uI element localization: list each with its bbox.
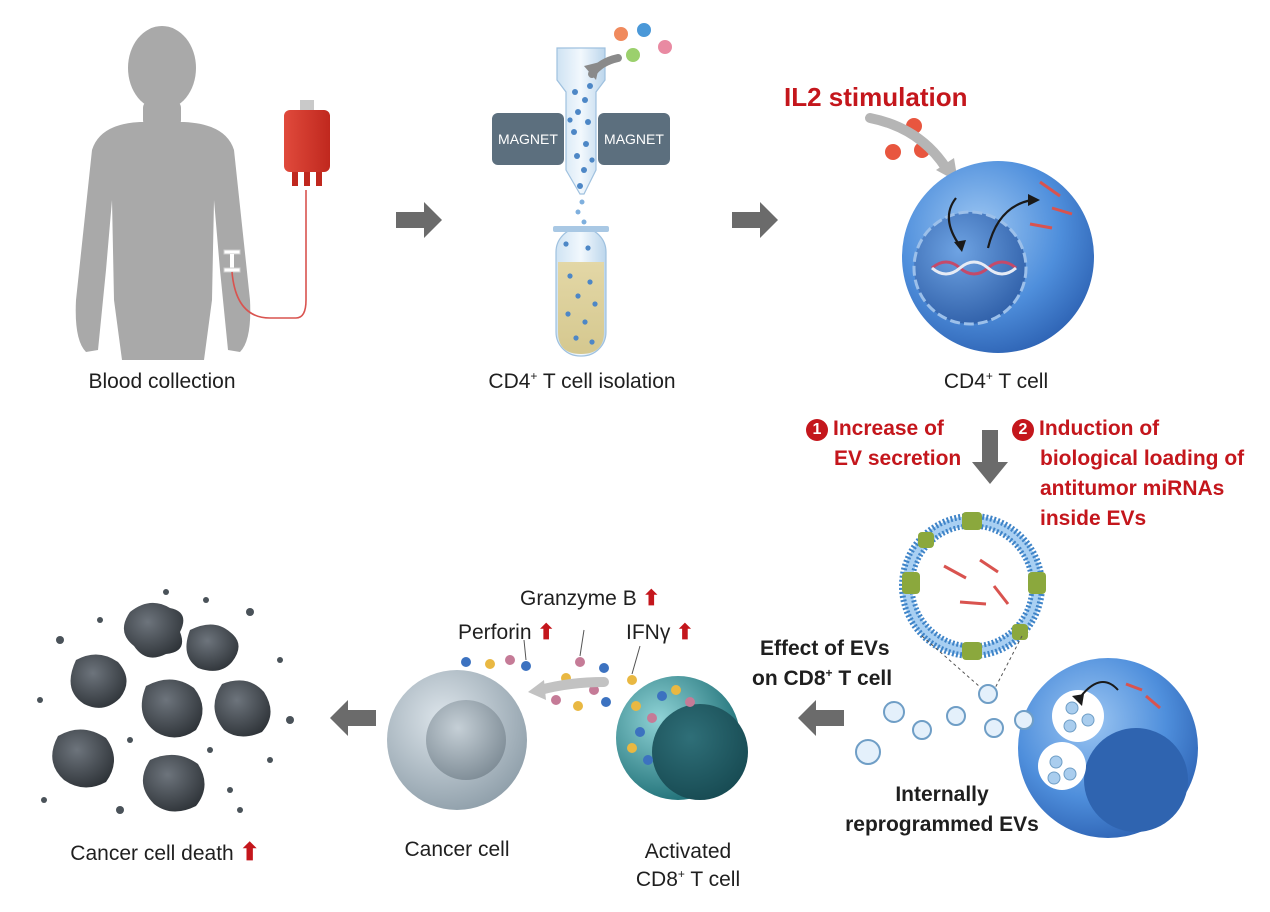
- step2-line3: antitumor miRNAs: [1040, 477, 1225, 500]
- internally-line1: Internally: [895, 783, 989, 806]
- cd4-cell-plus: +: [985, 369, 993, 383]
- ev-releasing-cell: [1018, 658, 1198, 838]
- step1-line2: EV secretion: [834, 447, 962, 470]
- cancer-cell: [387, 670, 527, 810]
- ifn-up-icon: ⬆: [676, 621, 694, 644]
- dead-cell-debris: [37, 589, 294, 814]
- cancer-cell-label: Cancer cell: [404, 838, 510, 861]
- magnetic-column-icon: [556, 47, 606, 225]
- perforin-up-icon: ⬆: [537, 621, 555, 644]
- labeled-cells-icon: [584, 21, 674, 80]
- magnet-left-label: MAGNET: [498, 131, 558, 147]
- step2-line4: inside EVs: [1040, 507, 1147, 530]
- granzyme-text: Granzyme B: [520, 587, 637, 610]
- magnet-right-label: MAGNET: [604, 131, 664, 147]
- cancer-death-up-icon: ⬆: [239, 839, 260, 866]
- effect-plus: +: [825, 666, 833, 680]
- cd4-t-cell: [902, 161, 1094, 353]
- cancer-cell-death-label: Cancer cell death ⬆: [70, 838, 259, 867]
- granzyme-label: Granzyme B ⬆: [520, 586, 660, 611]
- step2-number: 2: [1012, 419, 1034, 441]
- ifn-text: IFNγ: [626, 621, 671, 644]
- arrow-right-2: [732, 202, 778, 238]
- activated-plus: +: [677, 867, 685, 881]
- arrow-down: [972, 430, 1008, 484]
- activated-line2: CD8+ T cell: [636, 866, 740, 894]
- perforin-label: Perforin ⬆: [458, 620, 555, 645]
- test-tube-icon: [553, 226, 609, 357]
- step1-line1-text: Increase of: [833, 417, 944, 440]
- cd4-isolation-plus: +: [530, 369, 538, 383]
- il2-stimulation-label: IL2 stimulation: [784, 82, 968, 112]
- magnet-right: [598, 113, 670, 165]
- cytokine-particles: [461, 629, 641, 711]
- internally-line2: reprogrammed EVs: [845, 813, 1039, 836]
- activated-cd8-label: Activated CD8+ T cell: [636, 838, 740, 894]
- effect-line2-prefix: on CD8: [752, 667, 826, 690]
- effect-line1: Effect of EVs: [760, 637, 890, 660]
- dead-cancer-cells: [52, 602, 271, 812]
- cd4-cell-suffix: T cell: [992, 370, 1049, 393]
- blood-collection-text: Blood collection: [88, 370, 236, 393]
- il2-particles: [865, 113, 958, 182]
- released-evs: [855, 684, 1034, 765]
- activated-line2-suffix: T cell: [684, 868, 741, 891]
- cd4-isolation-suffix: T cell isolation: [537, 370, 676, 393]
- zoom-lines: [921, 635, 1023, 695]
- cancer-death-text: Cancer cell death: [70, 842, 234, 865]
- granzyme-up-icon: ⬆: [642, 587, 661, 610]
- cd4-isolation-label: CD4+ T cell isolation: [488, 370, 675, 394]
- step2-line1-text: Induction of: [1039, 417, 1160, 440]
- arrow-left-2: [330, 700, 376, 736]
- effect-line2: on CD8+ T cell: [752, 664, 892, 694]
- extracellular-vesicle-large: [899, 512, 1046, 660]
- blood-collection-label: Blood collection: [88, 370, 235, 394]
- cd4-isolation-prefix: CD4: [488, 370, 531, 393]
- activated-line2-prefix: CD8: [635, 868, 678, 891]
- activated-line1: Activated: [644, 840, 732, 863]
- step1-number: 1: [806, 419, 828, 441]
- blood-bag-icon: [284, 100, 330, 186]
- cd4-t-cell-label: CD4+ T cell: [944, 370, 1048, 394]
- magnet-left: [492, 113, 564, 165]
- cd4-cell-prefix: CD4: [943, 370, 986, 393]
- step2-line2: biological loading of: [1040, 447, 1245, 470]
- internally-reprogrammed-evs-label: Internally reprogrammed EVs: [845, 780, 1039, 840]
- activated-cd8-t-cell: [616, 676, 748, 800]
- effect-of-evs-label: Effect of EVs on CD8+ T cell: [752, 634, 892, 694]
- ifn-label: IFNγ ⬆: [626, 620, 694, 645]
- human-silhouette-icon: [75, 26, 251, 360]
- iv-line-icon: [223, 190, 307, 319]
- arrow-left-1: [798, 700, 844, 736]
- perforin-text: Perforin: [458, 621, 532, 644]
- arrow-right-1: [396, 202, 442, 238]
- effect-line2-suffix: T cell: [832, 667, 893, 690]
